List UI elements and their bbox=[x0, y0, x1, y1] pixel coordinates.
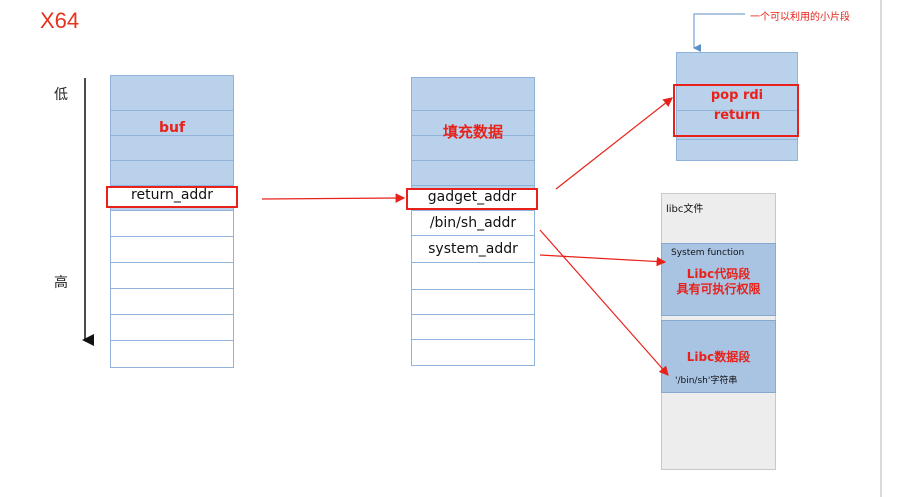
middle-stack-blue-cell bbox=[411, 111, 535, 136]
middle-stack-cell bbox=[411, 263, 535, 290]
gadget-to-poprdi-arrow bbox=[555, 97, 673, 190]
gadget-addr-label: gadget_addr bbox=[427, 189, 517, 205]
left-stack-blue-cell bbox=[110, 111, 234, 136]
left-stack-cell bbox=[110, 211, 234, 237]
system-addr-label: system_addr bbox=[428, 241, 518, 257]
gadget-highlight bbox=[673, 84, 799, 137]
pop-rdi-label: pop rdi bbox=[710, 88, 764, 103]
left-stack-cell bbox=[110, 289, 234, 315]
middle-stack-cell bbox=[411, 290, 535, 315]
binsh-to-libc-data-arrow bbox=[539, 229, 669, 376]
middle-stack-blue-cell bbox=[411, 161, 535, 186]
note-pointer-arrow bbox=[693, 13, 745, 52]
left-stack-cell bbox=[110, 263, 234, 289]
return-label: return bbox=[713, 108, 761, 123]
middle-stack-cell bbox=[411, 315, 535, 340]
right-edge-line bbox=[880, 0, 882, 497]
left-stack-blue-cell bbox=[110, 136, 234, 161]
middle-stack-blue-cell bbox=[411, 77, 535, 111]
libc-file-label: libc文件 bbox=[666, 204, 704, 215]
gadget-box bbox=[676, 52, 798, 161]
middle-stack-cell bbox=[411, 236, 535, 263]
libc-code-label: Libc代码段 bbox=[686, 267, 751, 281]
middle-stack-blue-cell bbox=[411, 136, 535, 161]
gadget-box-cell bbox=[676, 86, 798, 111]
return-addr-cell: return_addr bbox=[106, 186, 238, 208]
libc-data-segment bbox=[661, 320, 776, 393]
axis-low-label: 低 bbox=[54, 87, 68, 103]
system-to-libc-code-arrow bbox=[539, 254, 667, 267]
gadget-addr-highlight bbox=[406, 188, 538, 210]
left-stack-cell bbox=[110, 315, 234, 341]
middle-stack-cell bbox=[411, 211, 535, 236]
return-addr-highlight bbox=[106, 186, 238, 208]
system-function-label: System function bbox=[671, 248, 745, 258]
libc-code-segment bbox=[661, 243, 776, 316]
left-stack-cell bbox=[110, 341, 234, 368]
libc-data-label: Libc数据段 bbox=[686, 350, 751, 364]
gadget-note: 一个可以利用的小片段 bbox=[750, 12, 850, 23]
fill-data-label: 填充数据 bbox=[442, 123, 503, 141]
gadget-box-cell bbox=[676, 52, 798, 86]
middle-stack-cell bbox=[411, 340, 535, 366]
left-stack-cell bbox=[110, 237, 234, 263]
diagram-title: X64 bbox=[40, 8, 80, 33]
gadget-addr-cell: gadget_addr bbox=[406, 188, 538, 210]
axis-high-label: 高 bbox=[54, 275, 68, 291]
return-to-gadget-arrow bbox=[261, 193, 406, 203]
gadget-box-cell bbox=[676, 140, 798, 161]
left-stack-blue-cell bbox=[110, 161, 234, 186]
left-stack-blue-cell bbox=[110, 75, 234, 111]
return-addr-label: return_addr bbox=[131, 187, 213, 203]
binsh-string-label: '/bin/sh'字符串 bbox=[675, 376, 738, 386]
libc-exec-permission-label: 具有可执行权限 bbox=[676, 282, 761, 296]
buf-label: buf bbox=[158, 120, 186, 136]
binsh-addr-label: /bin/sh_addr bbox=[429, 215, 517, 231]
